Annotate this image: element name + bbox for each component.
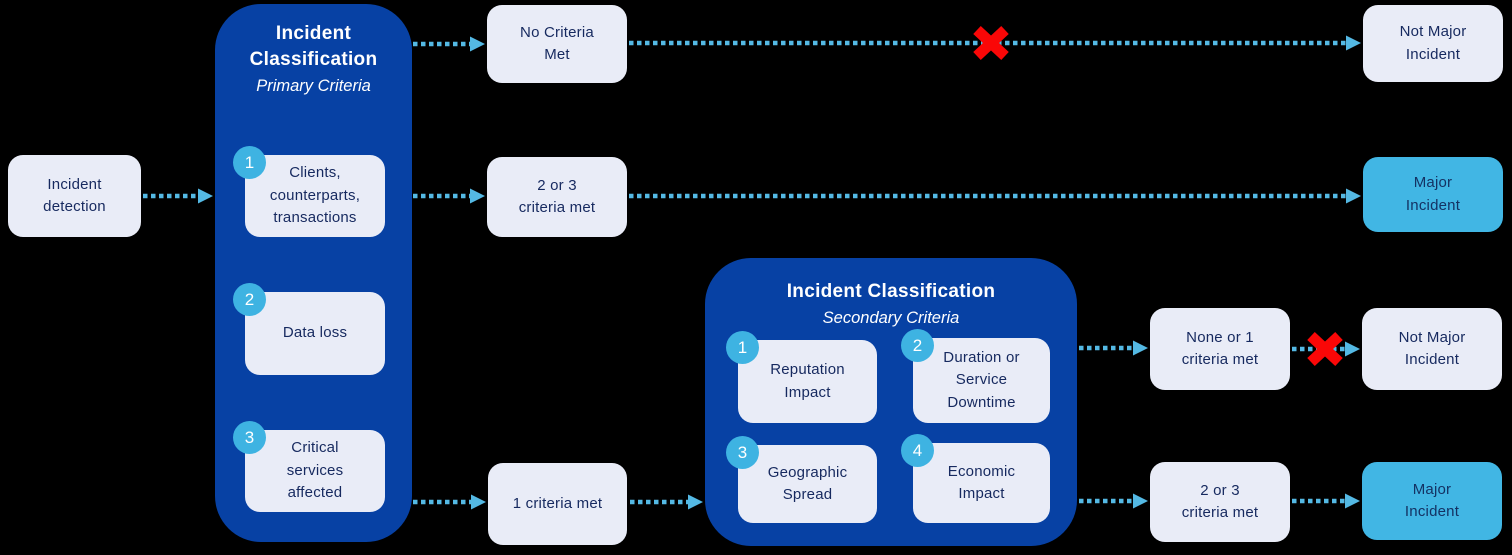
- badge-number-icon: 3: [233, 421, 266, 454]
- criterion-duration-service-downtime: 2 Duration or Service Downtime: [901, 329, 1050, 423]
- criterion-label: Data loss: [282, 324, 348, 342]
- node-not-major-incident-top: Not Major Incident: [1363, 5, 1503, 82]
- arrow-primary-to-1-criteria: [413, 494, 486, 510]
- node-label: No Criteria Met: [520, 23, 594, 64]
- arrow-primary-to-2or3: [413, 188, 485, 204]
- secondary-container-subtitle: Secondary Criteria: [822, 309, 960, 328]
- rejected-cross-icon: [1307, 331, 1343, 367]
- criterion-data-loss: 2 Data loss: [233, 283, 385, 375]
- criterion-geographic-spread: 3 Geographic Spread: [726, 436, 877, 523]
- node-label: None or 1 criteria met: [1181, 328, 1259, 369]
- node-label: 2 or 3 criteria met: [1181, 481, 1259, 522]
- secondary-criteria-container: Incident Classification Secondary Criter…: [705, 258, 1077, 546]
- primary-container-title: Incident Classification: [249, 23, 378, 71]
- badge-number-icon: 1: [233, 146, 266, 179]
- node-label: Not Major Incident: [1399, 23, 1467, 63]
- node-none-or-1-criteria-met: None or 1 criteria met: [1150, 308, 1290, 390]
- badge-number-icon: 4: [901, 434, 934, 467]
- criterion-label: Reputation Impact: [770, 361, 845, 401]
- criterion-label: Clients, counterparts, transactions: [269, 164, 361, 227]
- arrow-2or3-to-major-bottom: [1292, 493, 1360, 509]
- arrow-detection-to-primary: [143, 188, 213, 204]
- arrow-secondary-to-2or3: [1079, 493, 1148, 509]
- node-label: Incident detection: [43, 175, 106, 216]
- arrow-secondary-to-none-or-1: [1079, 340, 1148, 356]
- badge-number-icon: 2: [233, 283, 266, 316]
- node-label: 2 or 3 criteria met: [518, 176, 596, 217]
- criterion-label: Geographic Spread: [767, 463, 848, 504]
- node-2-or-3-criteria-met-secondary: 2 or 3 criteria met: [1150, 462, 1290, 542]
- badge-number-icon: 1: [726, 331, 759, 364]
- node-incident-detection: Incident detection: [8, 155, 141, 237]
- rejected-cross-icon: [973, 25, 1009, 61]
- node-label: Major Incident: [1405, 174, 1461, 214]
- node-major-incident-bottom: Major Incident: [1362, 462, 1502, 540]
- criterion-economic-impact: 4 Economic Impact: [901, 434, 1050, 523]
- criterion-clients-counterparts-transactions: 1 Clients, counterparts, transactions: [233, 146, 385, 237]
- badge-number-icon: 3: [726, 436, 759, 469]
- node-1-criteria-met: 1 criteria met: [488, 463, 627, 545]
- arrow-no-criteria-to-not-major: [629, 35, 1361, 51]
- criterion-critical-services: 3 Critical services affected: [233, 421, 385, 512]
- criterion-label: Critical services affected: [286, 439, 344, 502]
- node-major-incident-top: Major Incident: [1363, 157, 1503, 232]
- criterion-label: Economic Impact: [947, 462, 1016, 503]
- arrow-2or3-to-major: [629, 188, 1361, 204]
- node-label: Not Major Incident: [1398, 328, 1466, 369]
- node-label: Major Incident: [1404, 480, 1460, 521]
- primary-criteria-container: Incident Classification Primary Criteria…: [215, 4, 412, 542]
- criterion-label: Duration or Service Downtime: [943, 348, 1020, 411]
- arrow-1-criteria-to-secondary: [630, 494, 703, 510]
- secondary-container-title: Incident Classification: [786, 281, 996, 302]
- node-no-criteria-met: No Criteria Met: [487, 5, 627, 83]
- arrow-primary-to-no-criteria: [413, 36, 485, 52]
- criterion-reputation-impact: 1 Reputation Impact: [726, 331, 877, 423]
- node-label: 1 criteria met: [512, 494, 603, 512]
- primary-container-subtitle: Primary Criteria: [256, 77, 371, 96]
- node-not-major-incident-bottom: Not Major Incident: [1362, 308, 1502, 390]
- node-2-or-3-criteria-met-primary: 2 or 3 criteria met: [487, 157, 627, 237]
- badge-number-icon: 2: [901, 329, 934, 362]
